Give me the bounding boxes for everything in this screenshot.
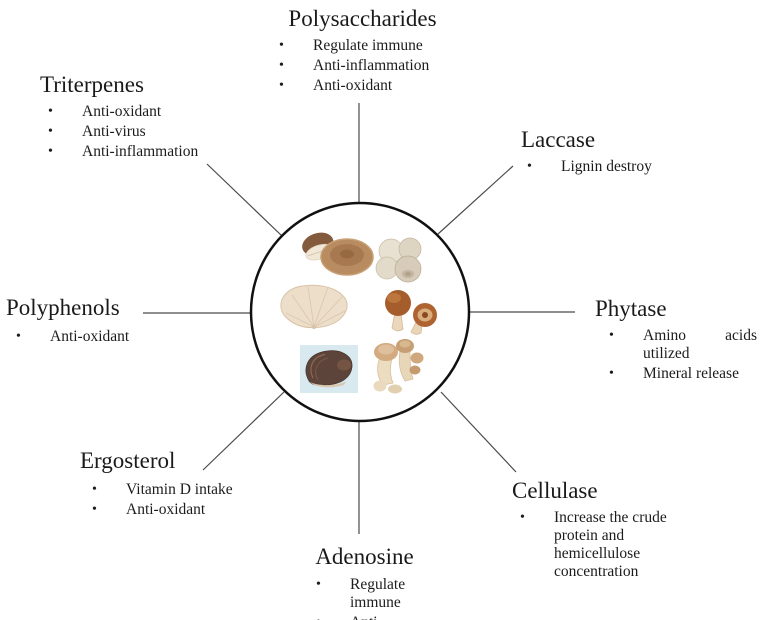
section-title-polysaccharides: Polysaccharides (288, 6, 437, 31)
bullet-dot: • (527, 159, 532, 174)
reishi-mushroom-image (300, 345, 358, 393)
bullet-dot: • (48, 144, 53, 159)
oyster-mushroom-image (280, 284, 348, 329)
bullet-item: •Anti-oxidant (16, 328, 130, 345)
section-ergosterol: Ergosterol •Vitamin D intake •Anti-oxida… (80, 448, 300, 521)
spoke-line-southwest (202, 391, 285, 471)
bullet-item: •Lignin destroy (527, 158, 652, 175)
bullet-dot: • (48, 104, 53, 119)
section-title-laccase: Laccase (521, 127, 596, 152)
section-polyphenols: Polyphenols •Anti-oxidant (6, 295, 216, 348)
bullet-dot: • (520, 510, 525, 525)
shiitake-mushroom-image (302, 232, 374, 276)
spoke-line-northwest (206, 163, 283, 237)
bullet-dot: • (609, 366, 614, 381)
bullet-item: •Vitamin D intake (92, 481, 233, 498)
section-title-adenosine: Adenosine (315, 544, 414, 569)
bullet-dot: • (48, 124, 53, 139)
bullet-item: •Anti-oxidant (92, 501, 206, 518)
section-polysaccharides: Polysaccharides •Regulate immune •Anti-i… (255, 6, 470, 97)
bullet-dot: • (316, 577, 321, 592)
bullet-item: •Anti-inflammation (279, 57, 430, 74)
section-phytase: Phytase •Amino acids utilized •Mineral r… (595, 296, 763, 385)
shimeji-mushroom-image (373, 339, 424, 394)
button-mushroom-image (375, 237, 422, 283)
bullet-dot: • (16, 329, 21, 344)
bullet-item: •Regulate immune (279, 37, 423, 54)
bullet-item: •Anti-oxidant (279, 77, 393, 94)
section-cellulase: Cellulase •Increase the crude protein an… (512, 478, 742, 583)
bullet-dot: • (316, 614, 350, 620)
bullet-item: •Mineral release (609, 365, 739, 382)
section-triterpenes: Triterpenes •Anti-oxidant •Anti-virus •A… (40, 72, 270, 163)
section-adenosine: Adenosine •Regulate immune •Anti-inflamm… (282, 544, 447, 620)
section-title-cellulase: Cellulase (512, 478, 598, 503)
bullet-item: •Anti-inflammation (316, 614, 447, 620)
section-title-triterpenes: Triterpenes (40, 72, 144, 97)
bullet-item: •Anti-virus (48, 123, 146, 140)
bullet-item: •Anti-inflammation (48, 143, 199, 160)
section-laccase: Laccase •Lignin destroy (521, 127, 751, 178)
chestnut-mushroom-image (385, 290, 437, 335)
bullet-item: •Increase the crude protein and hemicell… (520, 509, 667, 580)
spoke-line-northeast (437, 165, 514, 235)
bullet-dot: • (279, 78, 284, 93)
bullet-dot: • (92, 482, 97, 497)
bullet-dot: • (609, 328, 614, 343)
section-title-ergosterol: Ergosterol (80, 448, 176, 473)
section-title-polyphenols: Polyphenols (6, 295, 120, 320)
spoke-line-southeast (440, 391, 517, 473)
bullet-item: •Anti-oxidant (48, 103, 162, 120)
bullet-dot: • (279, 58, 284, 73)
bullet-dot: • (92, 502, 97, 517)
section-title-phytase: Phytase (595, 296, 667, 321)
bullet-dot: • (279, 38, 284, 53)
bullet-item: •Amino acids utilized (609, 327, 757, 362)
bullet-item: •Regulate immune (316, 576, 406, 611)
